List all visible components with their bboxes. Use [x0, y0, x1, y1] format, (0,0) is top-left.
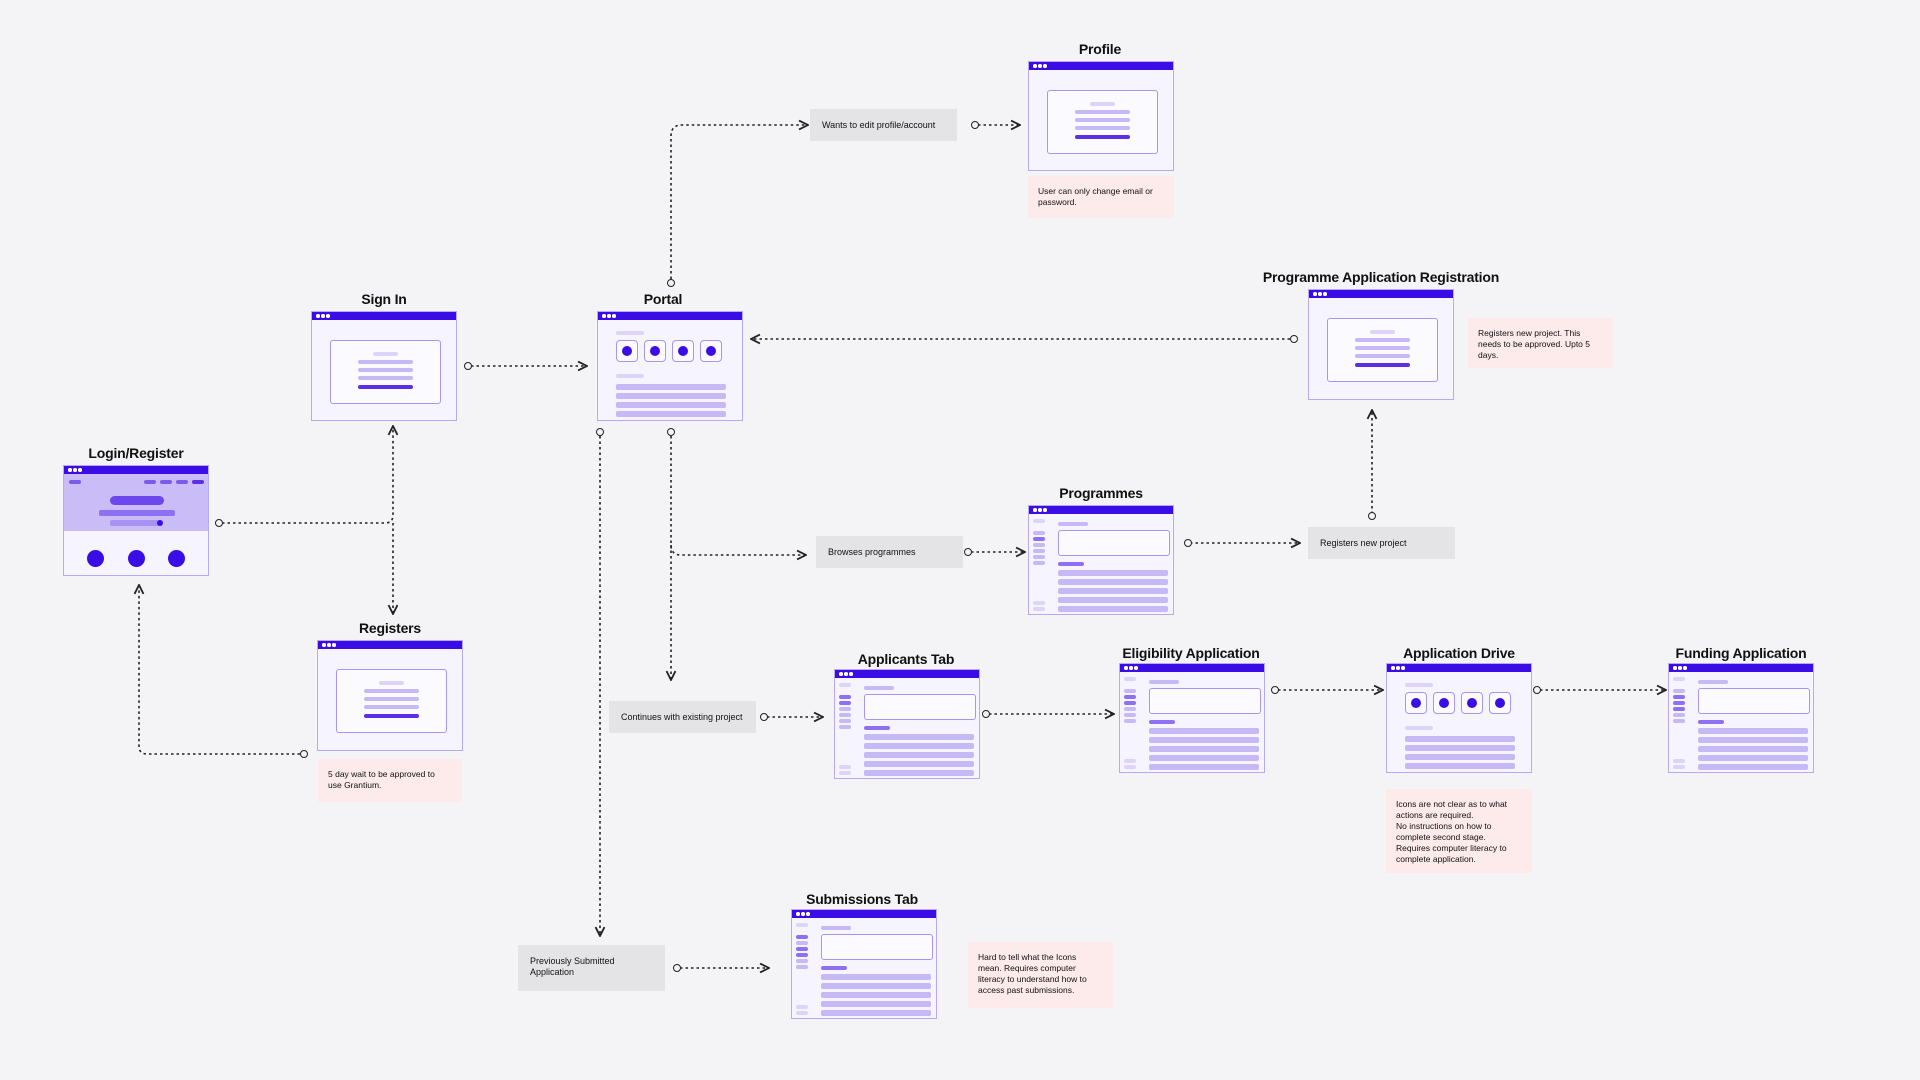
submissions-tab-screen[interactable] — [791, 909, 937, 1019]
nav-item — [144, 480, 156, 484]
form-card — [1047, 90, 1158, 154]
window-bar — [318, 641, 462, 649]
programmes-screen[interactable] — [1028, 505, 1174, 615]
window-bar — [312, 312, 456, 320]
window-bar — [64, 466, 208, 474]
connector-dot — [215, 519, 223, 527]
screen-title-portal: Portal — [643, 291, 683, 307]
connector-dot — [1368, 512, 1376, 520]
portal-screen[interactable] — [597, 311, 743, 421]
screen-title-registers: Registers — [358, 620, 422, 636]
screen-title-submissions: Submissions Tab — [806, 891, 918, 907]
connector-dot — [667, 279, 675, 287]
action-edit-profile: Wants to edit profile/account — [810, 109, 957, 141]
connector-dot — [971, 121, 979, 129]
search-box — [1058, 530, 1170, 556]
action-browses-programmes: Browses programmes — [816, 536, 963, 568]
eligibility-application-screen[interactable] — [1119, 663, 1265, 773]
hero-input-dot — [157, 520, 163, 526]
form-card — [330, 340, 441, 404]
login-register-screen[interactable] — [63, 465, 209, 576]
window-bar — [1387, 664, 1531, 672]
feature-circle — [168, 550, 185, 567]
connector-dot — [760, 713, 768, 721]
action-registers-new-project: Registers new project — [1308, 527, 1455, 559]
edge-login-signin — [222, 426, 393, 524]
drive-icon-button — [1433, 692, 1455, 714]
connector-dot — [464, 362, 472, 370]
screen-title-programmes: Programmes — [1059, 485, 1143, 501]
nav-item — [192, 480, 204, 484]
drive-icon-button — [1461, 692, 1483, 714]
screen-title-signin: Sign In — [361, 291, 407, 307]
nav-item — [160, 480, 172, 484]
funding-application-screen[interactable] — [1668, 663, 1814, 773]
feature-circle — [128, 550, 145, 567]
search-box — [1149, 688, 1261, 714]
edge-portal-profile-action — [670, 125, 808, 279]
edge-portal-browses — [670, 436, 806, 555]
window-bar — [1120, 664, 1264, 672]
screen-title-login: Login/Register — [88, 445, 184, 461]
window-bar — [1029, 62, 1173, 70]
registers-screen[interactable] — [317, 640, 463, 751]
hero-text — [99, 510, 175, 516]
action-continues-existing: Continues with existing project — [609, 701, 756, 733]
sign-in-screen[interactable] — [311, 311, 457, 421]
connector-dot — [300, 750, 308, 758]
screen-title-drive: Application Drive — [1403, 645, 1515, 661]
portal-icon-button — [672, 340, 694, 362]
hero-input — [110, 520, 160, 526]
window-bar — [1669, 664, 1813, 672]
screen-title-funding: Funding Application — [1675, 645, 1807, 661]
applicants-tab-screen[interactable] — [834, 669, 980, 779]
window-bar — [835, 670, 979, 678]
connector-dot — [1271, 686, 1279, 694]
portal-icon-button — [700, 340, 722, 362]
drive-icon-button — [1489, 692, 1511, 714]
screen-title-applicants: Applicants Tab — [857, 651, 955, 667]
drive-icon-button — [1405, 692, 1427, 714]
screen-title-profile: Profile — [1078, 41, 1122, 57]
connector-dot — [596, 428, 604, 436]
programme-application-registration-screen[interactable] — [1308, 289, 1454, 400]
connector-dot — [1290, 335, 1298, 343]
screen-title-eligibility: Eligibility Application — [1122, 645, 1260, 661]
connector-dot — [1533, 686, 1541, 694]
screen-title-par: Programme Application Registration — [1262, 269, 1500, 285]
edge-registers-login — [139, 585, 300, 755]
portal-icon-button — [616, 340, 638, 362]
search-box — [821, 934, 933, 960]
application-drive-screen[interactable] — [1386, 663, 1532, 773]
hero-heading — [110, 496, 164, 505]
form-card — [336, 669, 447, 733]
window-bar — [1029, 506, 1173, 514]
nav-item — [69, 480, 81, 484]
window-bar — [792, 910, 936, 918]
feature-circle — [87, 550, 104, 567]
connector-dot — [982, 710, 990, 718]
profile-screen[interactable] — [1028, 61, 1174, 171]
connector-dot — [673, 964, 681, 972]
search-box — [864, 694, 976, 720]
portal-icon-button — [644, 340, 666, 362]
search-box — [1698, 688, 1810, 714]
nav-item — [176, 480, 188, 484]
window-bar — [1309, 290, 1453, 298]
connector-dot — [667, 428, 675, 436]
connector-dot — [1184, 539, 1192, 547]
action-previously-submitted: Previously Submitted Application — [518, 945, 665, 991]
form-card — [1327, 318, 1438, 382]
connector-dot — [964, 548, 972, 556]
window-bar — [598, 312, 742, 320]
